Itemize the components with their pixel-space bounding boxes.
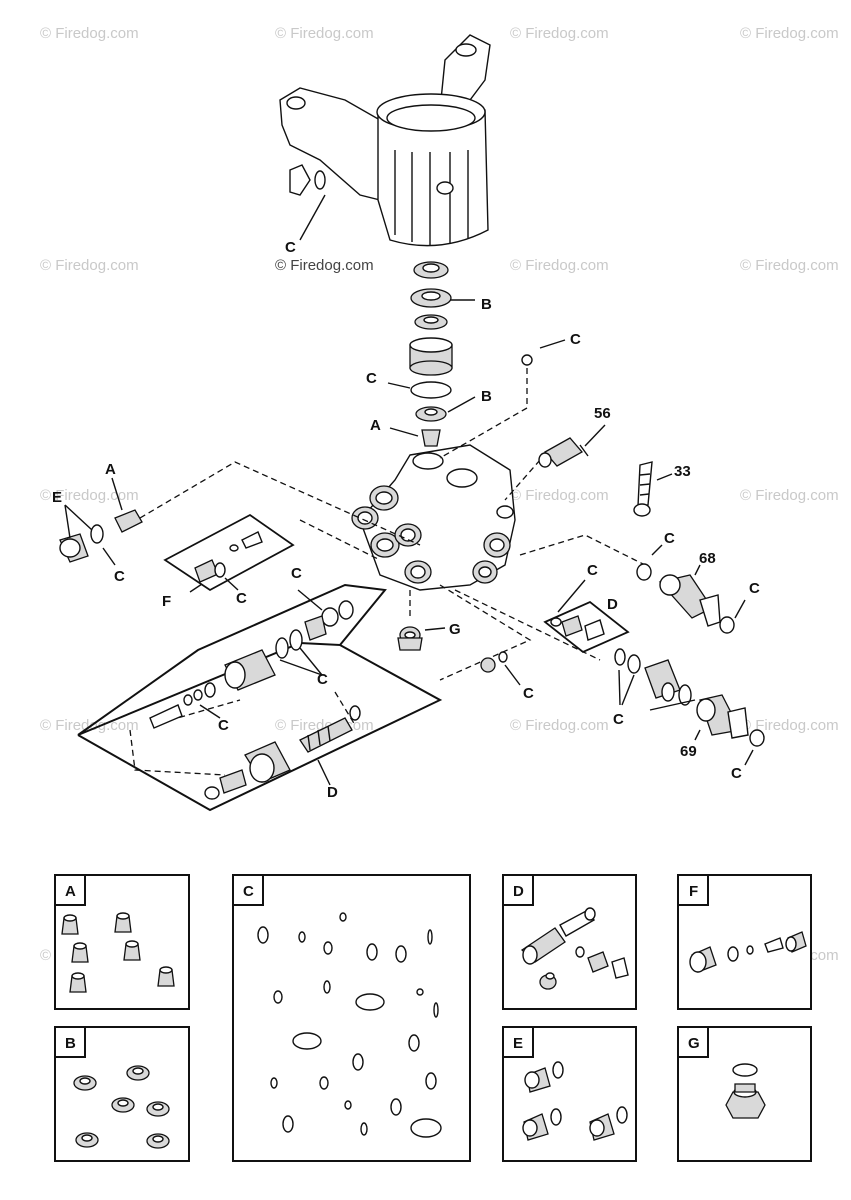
callout-leaders: [299, 194, 566, 437]
callout-label: 68: [699, 550, 716, 567]
kit-letter: A: [65, 883, 76, 900]
kit-letter: D: [513, 883, 524, 900]
watermark-text: © Firedog.com: [40, 717, 139, 734]
watermark-text: © Firedog.com: [740, 257, 839, 274]
callout-label: C: [218, 717, 229, 734]
watermark-text: © Firedog.com: [740, 717, 839, 734]
callout-label: D: [607, 596, 618, 613]
kit-letter: B: [65, 1035, 76, 1052]
watermark-text: © Firedog.com: [275, 257, 374, 274]
callout-label: 69: [680, 743, 697, 760]
callout-label: G: [449, 621, 461, 638]
kit-box-d: D: [502, 874, 637, 1010]
callout-label: C: [587, 562, 598, 579]
callout-label: A: [105, 461, 116, 478]
callout-label: C: [291, 565, 302, 582]
watermark-text: © Firedog.com: [275, 25, 374, 42]
callout-label: D: [327, 784, 338, 801]
big-d-group: [77, 583, 443, 812]
fitting-69: [614, 648, 765, 766]
kit-box-c: C: [232, 874, 471, 1162]
watermark-text: © Firedog.com: [740, 487, 839, 504]
unloader-56: [538, 424, 606, 468]
seal-stack: [409, 261, 533, 447]
fitting-68: [636, 544, 746, 634]
callout-label: B: [481, 388, 492, 405]
callout-label: E: [52, 489, 62, 506]
callout-label: C: [285, 239, 296, 256]
watermark-text: © Firedog.com: [740, 25, 839, 42]
kit-letter: F: [689, 883, 698, 900]
callout-label: C: [114, 568, 125, 585]
kit-box-f: F: [677, 874, 812, 1010]
bolt-33: [633, 461, 673, 517]
callout-label: C: [523, 685, 534, 702]
watermark-text: © Firedog.com: [40, 487, 139, 504]
drain-plugs: [397, 626, 521, 686]
watermark-text: © Firedog.com: [510, 257, 609, 274]
kit-letter: C: [243, 883, 254, 900]
callout-label: C: [366, 370, 377, 387]
callout-label: C: [317, 671, 328, 688]
manifold: [351, 444, 516, 591]
kit-letter: E: [513, 1035, 523, 1052]
kit-letter: G: [688, 1035, 700, 1052]
kit-box-g: G: [677, 1026, 812, 1162]
f-group: [163, 513, 295, 593]
pump-housing: [279, 34, 491, 247]
callout-label: C: [236, 590, 247, 607]
kit-box-e: E: [502, 1026, 637, 1162]
small-d-group: [543, 579, 630, 654]
callout-label: C: [749, 580, 760, 597]
left-plug-e: [59, 477, 143, 566]
watermark-text: © Firedog.com: [510, 487, 609, 504]
callout-label: C: [664, 530, 675, 547]
callout-label: B: [481, 296, 492, 313]
watermark-text: © Firedog.com: [40, 257, 139, 274]
callout-label: C: [731, 765, 742, 782]
callout-label: C: [570, 331, 581, 348]
callout-label: C: [613, 711, 624, 728]
kit-box-a: A: [54, 874, 190, 1010]
callout-label: F: [162, 593, 171, 610]
callout-label: 33: [674, 463, 691, 480]
kit-box-b: B: [54, 1026, 190, 1162]
watermark-text: © Firedog.com: [510, 717, 609, 734]
watermark-text: © Firedog.com: [510, 25, 609, 42]
watermark-text: © Firedog.com: [40, 25, 139, 42]
callout-label: A: [370, 417, 381, 434]
callout-label: 56: [594, 405, 611, 422]
callout-labels: C B C C B A 56 33 A E C C F C C 68 C C D…: [52, 239, 760, 801]
